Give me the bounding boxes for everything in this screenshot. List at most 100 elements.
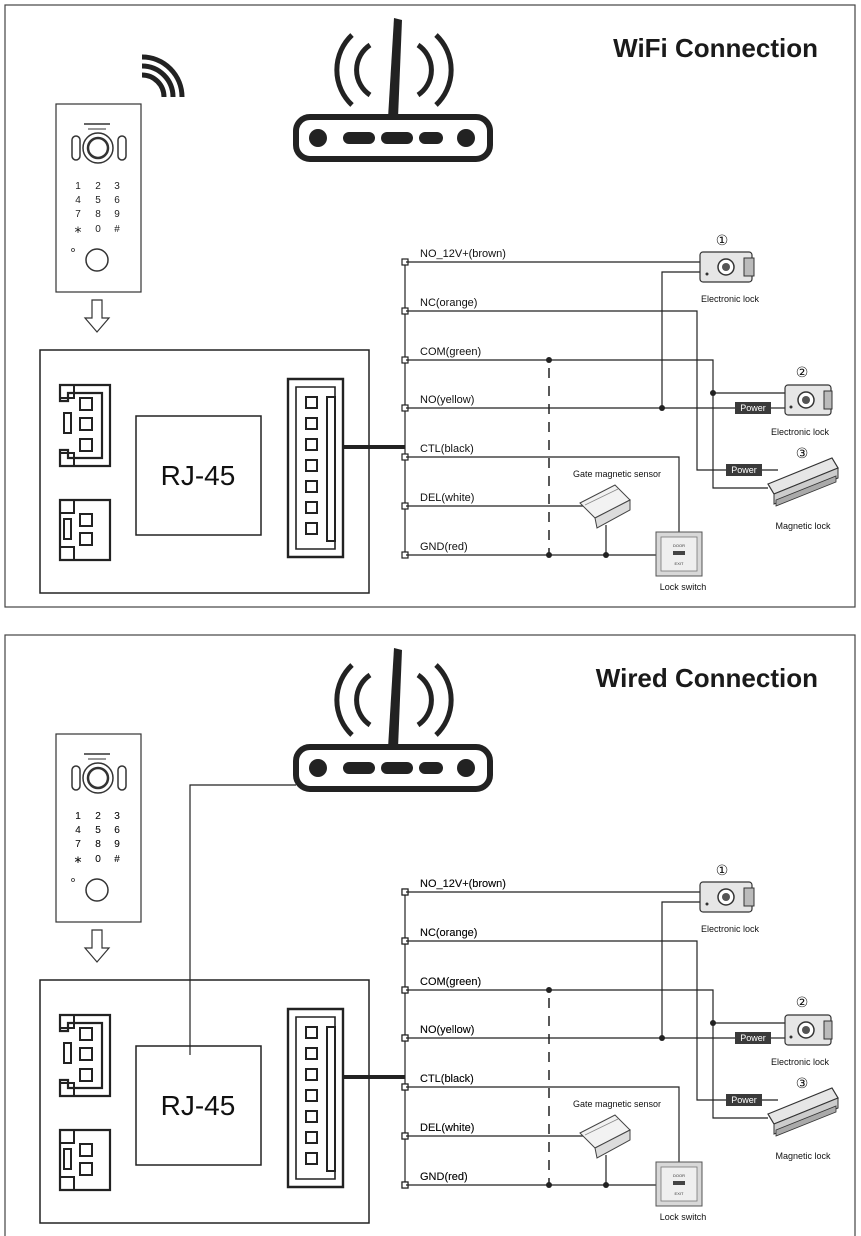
left-connector-bottom (58, 1128, 112, 1192)
rj45-module (135, 415, 262, 536)
terminal-pin (305, 417, 318, 430)
keypad-key: 4 (75, 825, 81, 836)
terminal-pin (305, 1026, 318, 1039)
keypad-key: 0 (95, 224, 101, 235)
wire-label: GND(red) (420, 1171, 468, 1183)
panel-title: Wired Connection (596, 663, 818, 693)
card-reader-icon (85, 878, 109, 902)
wire-label: NC(orange) (420, 297, 477, 309)
wifi-connection-panel: WiFi Connection (4, 4, 856, 608)
wire-label: NC(orange) (420, 927, 477, 939)
terminal-pin (305, 1152, 318, 1165)
gate-magnetic-sensor-icon (579, 1114, 631, 1159)
terminal-pin (305, 1110, 318, 1123)
lock-switch-icon: DOOR EXIT (655, 1161, 703, 1207)
keypad-key: # (114, 224, 120, 235)
lock1-number: ① (716, 863, 729, 879)
wire-label: NO(yellow) (420, 394, 474, 406)
keypad-key: 6 (114, 195, 120, 206)
keypad-key: 9 (114, 839, 120, 850)
maglock-number: ③ (796, 446, 809, 462)
keypad-key: 2 (95, 811, 101, 822)
rj45-label: RJ-45 (161, 460, 236, 491)
left-connector-top (58, 383, 112, 468)
keypad-key: 7 (75, 209, 81, 220)
lock2-number: ② (796, 995, 809, 1011)
keypad-key: 3 (114, 811, 120, 822)
controller-board (39, 349, 370, 594)
keypad-key: 8 (95, 839, 101, 850)
keypad-key: 9 (114, 839, 120, 850)
keypad-key: 0 (95, 854, 101, 865)
keypad-key: 1 (75, 811, 81, 822)
electronic-lock-icon (784, 1014, 833, 1046)
keypad-key: 0 (95, 854, 101, 865)
wire-label: COM(green) (420, 976, 481, 988)
terminal-pin (305, 1131, 318, 1144)
keypad-key: 6 (114, 825, 120, 836)
keypad-key: 1 (75, 811, 81, 822)
wire-label: NO_12V+(brown) (420, 878, 506, 890)
rj45-module (135, 1045, 262, 1166)
keypad-key: 5 (95, 195, 101, 206)
lock1-label: Electronic lock (701, 294, 760, 304)
svg-text:DOOR: DOOR (673, 543, 685, 548)
keypad-key: 8 (95, 839, 101, 850)
terminal-pin (305, 1026, 318, 1039)
terminal-pin (305, 480, 318, 493)
gate-magnetic-sensor-icon (579, 484, 631, 529)
terminal-pin (305, 1089, 318, 1102)
terminal-block-connector (286, 377, 345, 559)
magnetic-lock-icon (767, 1087, 839, 1137)
svg-text:EXIT: EXIT (675, 1191, 684, 1196)
wire-label: NO_12V+(brown) (420, 878, 506, 890)
keypad-key: 6 (114, 825, 120, 836)
terminal-pin (305, 438, 318, 451)
card-reader-icon (85, 248, 109, 272)
rj45-label: RJ-45 (161, 1090, 236, 1121)
switch-label: Lock switch (660, 582, 707, 592)
lock2-label: Electronic lock (771, 1057, 830, 1067)
power-box (735, 402, 771, 414)
switch-label: Lock switch (660, 1212, 707, 1222)
wire-label: GND(red) (420, 1171, 468, 1183)
wire-label: DEL(white) (420, 492, 474, 504)
wire-label: NO(yellow) (420, 1024, 474, 1036)
router-icon (293, 648, 493, 792)
terminal-pin (305, 1089, 318, 1102)
terminal-pin (305, 1068, 318, 1081)
magnetic-lock-icon (767, 457, 839, 507)
wire-label: CTL(black) (420, 1073, 474, 1085)
wire-label: CTL(black) (420, 1073, 474, 1085)
maglock-label: Magnetic lock (775, 1151, 831, 1161)
power-box (735, 1032, 771, 1044)
keypad-key: 3 (114, 811, 120, 822)
terminal-pin (305, 459, 318, 472)
power-label: Power (740, 403, 766, 413)
wire-label: COM(green) (420, 346, 481, 358)
lock1-label: Electronic lock (701, 924, 760, 934)
keypad-key: * (75, 855, 82, 871)
left-connector-top (58, 1013, 112, 1098)
sensor-label: Gate magnetic sensor (573, 1099, 661, 1109)
maglock-number: ③ (796, 1076, 809, 1092)
controller-board (39, 979, 370, 1224)
keypad-key: 4 (75, 825, 81, 836)
keypad-key: 7 (75, 839, 81, 850)
down-arrow-icon (83, 929, 111, 963)
panel-border (4, 634, 856, 1236)
keypad-key: 4 (75, 195, 81, 206)
svg-text:EXIT: EXIT (675, 561, 684, 566)
terminal-pin (305, 1110, 318, 1123)
terminal-pin (305, 522, 318, 535)
power-box (726, 1094, 762, 1106)
keypad-key: 5 (95, 825, 101, 836)
wifi-signal-icon (141, 54, 185, 98)
wire-label: CTL(black) (420, 443, 474, 455)
wire-label: COM(green) (420, 976, 481, 988)
wire-label: NO(yellow) (420, 1024, 474, 1036)
terminal-pin (305, 1131, 318, 1144)
